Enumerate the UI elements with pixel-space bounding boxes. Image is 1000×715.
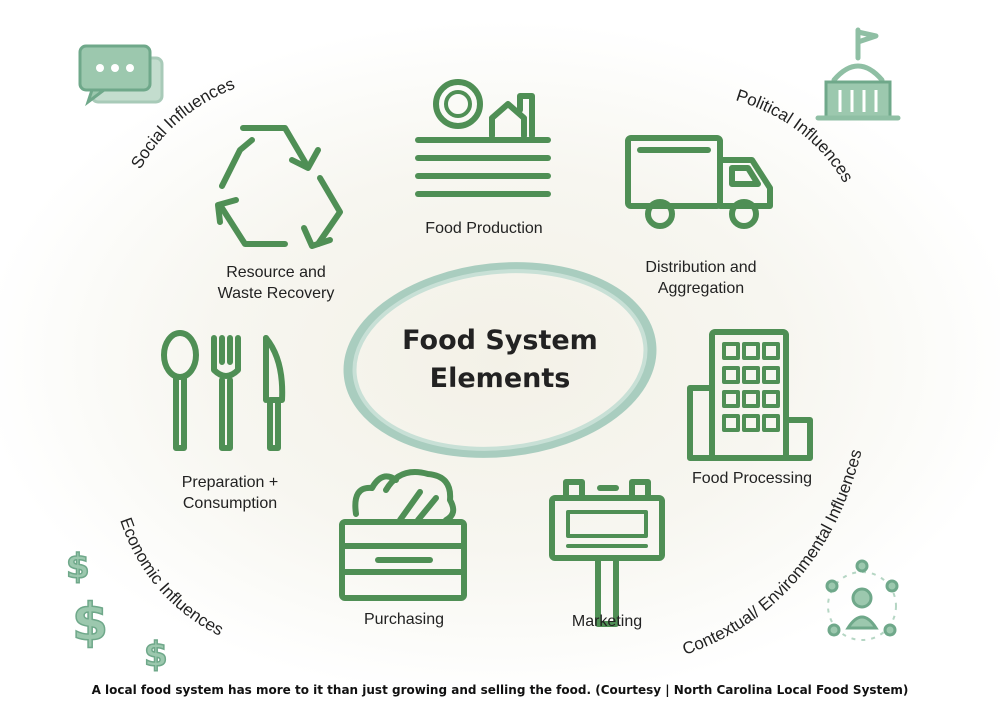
farm-icon	[415, 79, 551, 197]
purchasing-label: Purchasing	[363, 611, 445, 628]
preparation-label-line: Preparation +	[181, 474, 279, 491]
food-processing-label: Food Processing	[691, 470, 813, 487]
center-title-line: Food System	[402, 325, 598, 356]
marketing-label: Marketing	[571, 613, 643, 630]
dollar-icon: $ $ $	[65, 546, 168, 676]
preparation-label: Preparation + Consumption	[150, 472, 310, 514]
distribution-label-line: Distribution and	[645, 259, 757, 276]
produce-crate-icon	[339, 469, 467, 601]
center-title-line: Elements	[429, 363, 571, 394]
figure-caption: A local food system has more to it than …	[91, 683, 909, 697]
center-title: Food System Elements	[350, 322, 650, 398]
building-icon	[687, 329, 813, 461]
truck-icon	[625, 135, 773, 229]
svg-text:$: $	[66, 547, 90, 587]
capitol-icon	[815, 27, 901, 121]
distribution-label-line: Aggregation	[657, 280, 745, 297]
svg-text:$: $	[72, 593, 108, 653]
food-production-label: Food Production	[425, 220, 543, 237]
economic-influences-label: Economic Influences	[116, 515, 226, 640]
people-network-icon	[825, 559, 899, 641]
center-ring	[343, 262, 657, 458]
resource-recovery-label: Resource and Waste Recovery	[196, 262, 356, 304]
resource-recovery-label-line: Waste Recovery	[217, 285, 335, 302]
billboard-icon	[549, 479, 665, 627]
utensils-icon	[161, 330, 286, 451]
recycle-icon	[215, 125, 343, 249]
chat-bubbles-icon	[78, 44, 164, 107]
resource-recovery-label-line: Resource and	[226, 264, 326, 281]
distribution-label: Distribution and Aggregation	[616, 257, 786, 299]
svg-text:$: $	[144, 635, 168, 675]
preparation-label-line: Consumption	[182, 495, 278, 512]
